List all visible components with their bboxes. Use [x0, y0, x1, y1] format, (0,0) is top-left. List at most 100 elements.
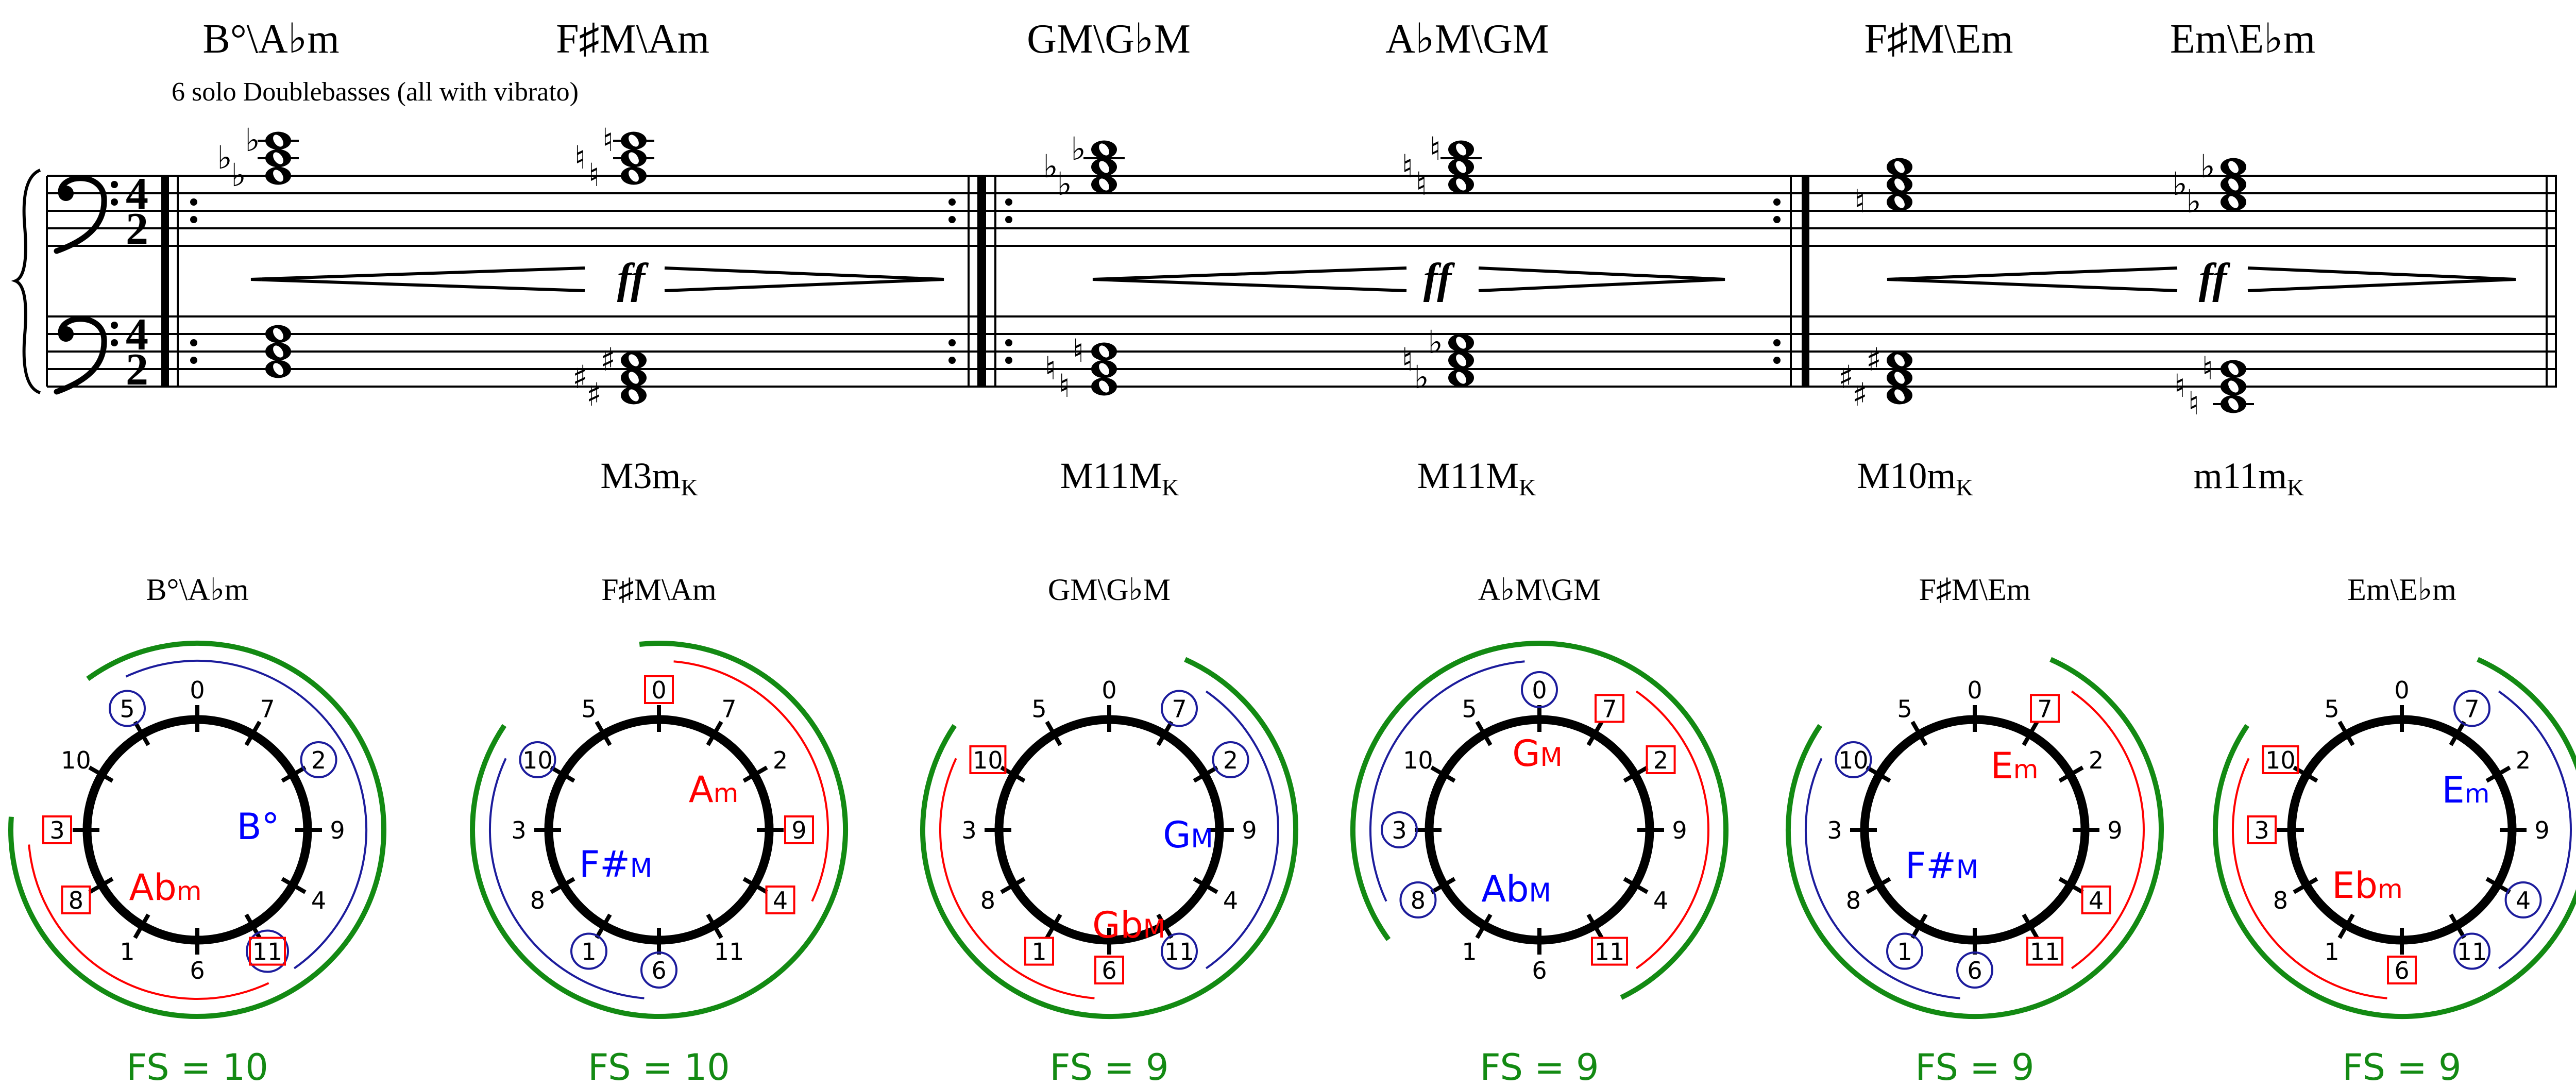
pitch-class-label: 4 — [1223, 887, 1238, 914]
accidental-icon: ♭ — [1057, 165, 1072, 203]
tick-mark — [2485, 877, 2511, 894]
dynamic-marking: ff — [617, 255, 649, 303]
repeat-dot — [1005, 198, 1012, 206]
red-pitch-box-marker — [644, 675, 674, 704]
whole-note — [1091, 360, 1117, 378]
tick-mark — [1000, 877, 1026, 894]
tick-mark — [595, 913, 612, 939]
blue-triad-arc — [125, 660, 368, 970]
tick-mark — [1156, 721, 1174, 746]
red-pitch-box-marker — [2081, 885, 2111, 914]
red-pitch-box-marker — [2030, 694, 2060, 723]
whole-note — [621, 166, 647, 185]
fifths-span-arc — [8, 640, 386, 1019]
blue-pitch-circle-marker — [2453, 690, 2490, 727]
interval-label-subscript: K — [1956, 474, 1973, 500]
tick-mark — [2337, 721, 2355, 746]
blue-pitch-circle-marker — [2453, 932, 2490, 970]
pitch-class-label: 1 — [120, 938, 134, 966]
repeat-dot — [1005, 339, 1012, 346]
tick-mark — [2058, 765, 2084, 783]
dynamic-marking: ff — [2199, 255, 2230, 303]
blue-pitch-circle-marker — [1161, 690, 1198, 727]
pitch-class-label: 7 — [2037, 695, 2052, 723]
pitch-class-label: 8 — [1411, 887, 1426, 914]
whole-note — [1091, 175, 1117, 194]
accidental-icon: ♭ — [1043, 147, 1058, 185]
pitch-class-label: 2 — [2089, 746, 2104, 774]
tick-mark — [1866, 765, 1891, 783]
whole-note — [1887, 158, 1912, 176]
pitch-class-label: 3 — [2254, 816, 2269, 844]
repeat-dot — [190, 339, 197, 346]
chord-quality: ° — [262, 806, 280, 848]
blue-pitch-circle-marker — [1399, 881, 1437, 918]
interval-label-subscript: K — [681, 474, 698, 500]
thick-barline — [977, 176, 986, 387]
red-pitch-box-marker — [2247, 815, 2277, 844]
fifths-span-value: FS = 9 — [1915, 1046, 2034, 1086]
diagram-title: A♭M\GM — [1478, 573, 1601, 607]
chord-root: E — [1991, 745, 2013, 787]
pitch-class-label: 2 — [1223, 746, 1238, 774]
red-chord-label: Am — [689, 768, 739, 811]
red-triad-arc — [939, 758, 1095, 999]
accidental-icon: ♭ — [1428, 323, 1443, 361]
chord: B°\A♭m♭♭♭ — [202, 16, 340, 378]
chord-quality: M — [1529, 878, 1551, 908]
fifths-span-arc — [470, 641, 848, 1019]
tick-mark — [281, 877, 307, 894]
tick-mark — [595, 721, 612, 746]
chord-title: B°\A♭m — [202, 16, 339, 62]
red-pitch-box-marker — [1595, 694, 1624, 723]
pitch-class-label: 4 — [773, 887, 788, 914]
accidental-icon: ♮ — [2202, 349, 2213, 387]
chord-root: G — [1512, 732, 1540, 775]
pitch-class-label: 5 — [581, 695, 596, 723]
bass-clef-icon — [54, 316, 118, 395]
pitch-class-label: 1 — [1462, 938, 1477, 966]
tick-mark — [2449, 913, 2466, 939]
whole-note — [621, 386, 647, 405]
tick-mark — [706, 913, 723, 939]
whole-note — [2221, 175, 2246, 194]
red-pitch-box-marker — [765, 885, 795, 914]
pitch-class-label: 10 — [61, 746, 91, 774]
pitch-class-label: 11 — [2030, 938, 2060, 966]
crescendo-hairpin — [250, 266, 585, 292]
pitch-class-label: 5 — [1031, 695, 1046, 723]
blue-pitch-circle-marker — [300, 741, 337, 778]
tick-mark — [1193, 765, 1218, 783]
accidental-icon: ♮ — [1402, 341, 1413, 378]
fifths-span-value: FS = 9 — [1049, 1046, 1168, 1086]
interval-label-subscript: K — [2287, 474, 2304, 500]
time-signature: 42 — [126, 310, 148, 395]
tick-mark — [1475, 913, 1493, 939]
red-pitch-box-marker — [1024, 937, 1054, 966]
red-pitch-box-marker — [2026, 937, 2063, 966]
blue-triad-arc — [1805, 758, 1960, 999]
interval-label-subscript: K — [1162, 474, 1179, 500]
fifths-circle — [1860, 715, 2090, 945]
red-pitch-box-marker — [61, 885, 91, 914]
pitch-class-label: 4 — [1653, 887, 1668, 914]
pitch-class-label: 5 — [2324, 695, 2339, 723]
interval-label-subscript: K — [1519, 474, 1536, 500]
accidental-icon: ♮ — [1416, 165, 1427, 203]
pitch-class-label: 10 — [522, 746, 553, 774]
chord-root: Ab — [1481, 868, 1529, 910]
repeat-dot — [190, 198, 197, 206]
red-pitch-box-marker — [784, 815, 814, 844]
accidental-icon: ♭ — [231, 156, 246, 194]
pitch-class-label: 5 — [1897, 695, 1912, 723]
tick-mark — [2293, 877, 2318, 894]
tick-mark — [1586, 721, 1604, 746]
decrescendo-hairpin — [2247, 266, 2516, 292]
red-pitch-box-marker — [969, 745, 1007, 774]
instrument-subtitle: 6 solo Doublebasses (all with vibrato) — [172, 77, 579, 107]
blue-triad-arc — [1205, 690, 1279, 970]
repeat-dot — [190, 216, 197, 223]
interval-label-main: m11m — [2194, 455, 2287, 496]
blue-pitch-circle-marker — [1835, 741, 1872, 778]
